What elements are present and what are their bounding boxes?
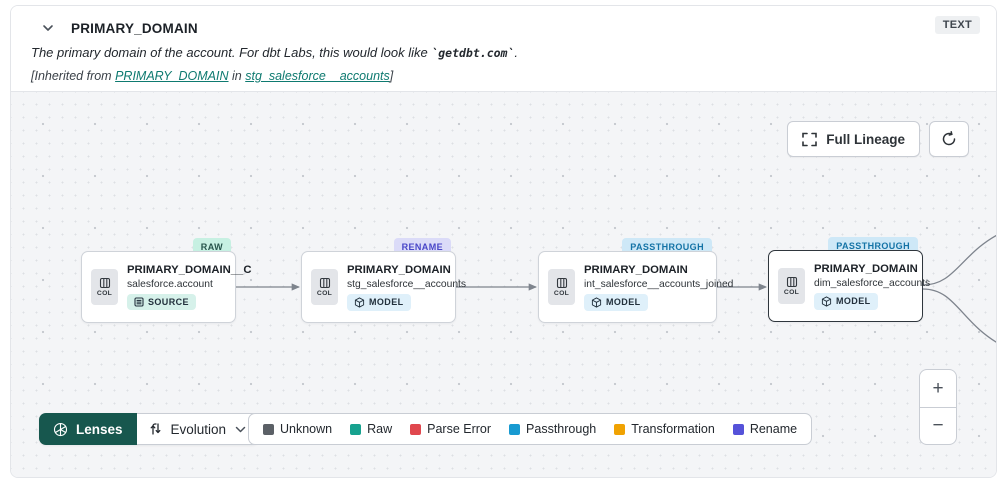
- inherited-model-link[interactable]: stg_salesforce__accounts: [245, 69, 390, 83]
- column-chip: COL: [91, 269, 118, 305]
- inherited-from-note: [Inherited from PRIMARY_DOMAIN in stg_sa…: [31, 69, 394, 83]
- lineage-edges: [236, 235, 996, 343]
- evolution-legend: Unknown Raw Parse Error Passthrough Tran…: [248, 413, 813, 445]
- legend-item: Rename: [732, 422, 797, 436]
- lineage-node-source[interactable]: RAW COL PRIMARY_DOMAIN__C salesforce.acc…: [81, 238, 252, 323]
- collapse-chevron-icon[interactable]: [39, 19, 57, 37]
- zoom-in-button[interactable]: +: [932, 377, 944, 399]
- inherited-column-link[interactable]: PRIMARY_DOMAIN: [115, 69, 229, 83]
- model-icon: [591, 296, 602, 308]
- full-lineage-button[interactable]: Full Lineage: [787, 121, 920, 157]
- node-title: PRIMARY_DOMAIN: [347, 263, 451, 276]
- column-description: The primary domain of the account. For d…: [31, 45, 519, 60]
- model-icon: [354, 296, 365, 308]
- chevron-down-icon: [235, 426, 246, 432]
- full-lineage-label: Full Lineage: [826, 131, 905, 147]
- selected-lens-label: Evolution: [170, 421, 227, 437]
- lens-dropdown[interactable]: Evolution: [136, 413, 260, 445]
- model-icon: [821, 295, 832, 307]
- column-title: PRIMARY_DOMAIN: [71, 20, 198, 36]
- legend-item: Unknown: [263, 422, 332, 436]
- legend-swatch: [509, 423, 521, 435]
- column-chip: COL: [778, 268, 805, 304]
- lineage-node-intermediate[interactable]: PASSTHROUGH COL PRIMARY_DOMAIN int_sales…: [538, 238, 734, 323]
- legend-item: Raw: [350, 422, 392, 436]
- column-header: PRIMARY_DOMAIN TEXT The primary domain o…: [11, 6, 996, 92]
- node-title: PRIMARY_DOMAIN: [814, 262, 918, 275]
- expand-icon: [802, 132, 818, 147]
- lineage-canvas[interactable]: Full Lineage RAW COL PRIMARY_DOMAIN__C s…: [11, 92, 996, 477]
- lens-aperture-icon: [53, 422, 68, 436]
- node-title: PRIMARY_DOMAIN__C: [127, 264, 252, 276]
- node-subtitle: dim_salesforce_accounts: [814, 277, 931, 289]
- resource-type-badge: SOURCE: [127, 294, 196, 310]
- legend-item: Passthrough: [509, 422, 596, 436]
- columns-icon: [556, 277, 567, 289]
- lineage-node-dim-selected[interactable]: PASSTHROUGH COL PRIMARY_DOMAIN dim_sales…: [768, 237, 931, 322]
- node-subtitle: stg_salesforce__accounts: [347, 278, 467, 290]
- refresh-button[interactable]: [929, 121, 969, 157]
- column-type-badge: TEXT: [934, 16, 980, 34]
- lenses-label: Lenses: [76, 421, 123, 437]
- node-title: PRIMARY_DOMAIN: [584, 263, 688, 276]
- columns-icon: [319, 277, 330, 289]
- legend-swatch: [350, 423, 362, 435]
- legend-item: Transformation: [614, 422, 715, 436]
- zoom-controls: + −: [919, 369, 957, 445]
- columns-icon: [786, 276, 797, 288]
- lineage-node-staging[interactable]: RENAME COL PRIMARY_DOMAIN stg_salesforce…: [301, 238, 467, 323]
- legend-item: Parse Error: [410, 422, 491, 436]
- zoom-out-button[interactable]: −: [920, 407, 956, 444]
- refresh-icon: [942, 131, 956, 146]
- legend-swatch: [732, 423, 744, 435]
- legend-swatch: [614, 423, 626, 435]
- resource-type-badge: MODEL: [814, 292, 878, 310]
- resource-type-badge: MODEL: [347, 293, 411, 311]
- legend-swatch: [263, 423, 274, 435]
- resource-type-badge: MODEL: [584, 293, 648, 311]
- column-lineage-panel: PRIMARY_DOMAIN TEXT The primary domain o…: [10, 5, 997, 478]
- inline-code: `getdbt.com`: [431, 46, 515, 60]
- column-chip: COL: [311, 269, 338, 305]
- source-icon: [134, 297, 144, 307]
- node-subtitle: int_salesforce__accounts_joined: [584, 278, 734, 290]
- evolution-icon: [150, 423, 160, 435]
- column-chip: COL: [548, 269, 575, 305]
- columns-icon: [99, 277, 110, 289]
- lenses-button[interactable]: Lenses: [39, 413, 137, 445]
- legend-swatch: [410, 423, 422, 435]
- node-subtitle: salesforce.account: [127, 279, 213, 290]
